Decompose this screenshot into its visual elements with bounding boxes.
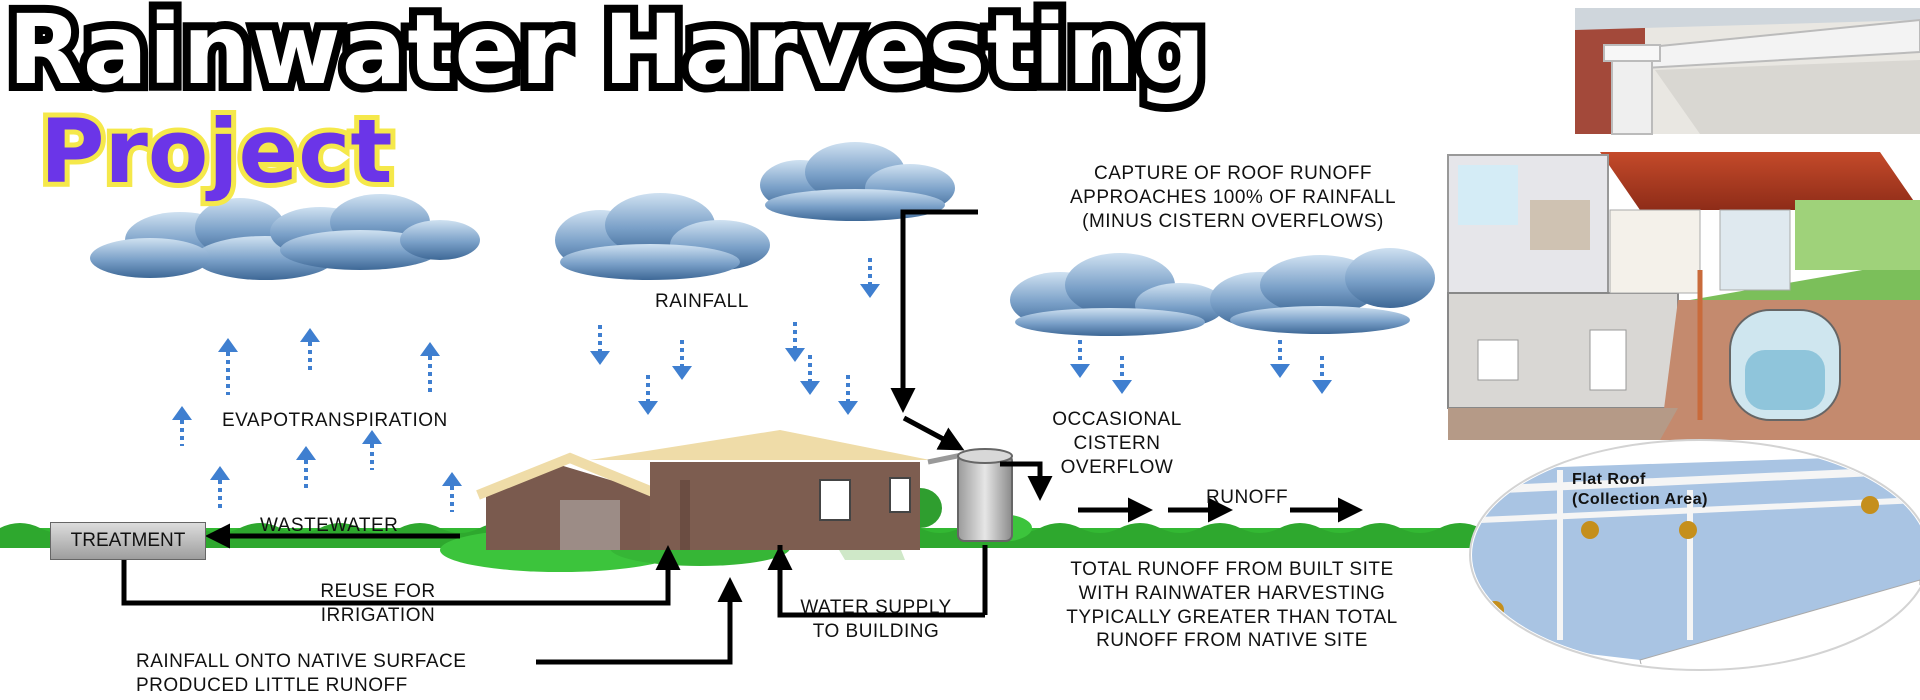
label-evapotranspiration: EVAPOTRANSPIRATION: [222, 410, 448, 431]
cloud-left-2: [270, 194, 480, 270]
label-reuse-irrigation: REUSE FOR IRRIGATION: [320, 581, 436, 626]
house: [476, 430, 930, 550]
cloud-top-center: [760, 142, 955, 221]
rain-arrows: [590, 258, 1332, 415]
title-rainwater-harvesting: Rainwater Harvesting: [0, 0, 1213, 106]
label-wastewater: WASTEWATER: [260, 515, 399, 536]
label-water-supply: WATER SUPPLY TO BUILDING: [800, 597, 952, 642]
label-native-surface: RAINFALL ONTO NATIVE SURFACE PRODUCED LI…: [136, 651, 467, 696]
flat-roof-inset: [1469, 439, 1920, 671]
gutter-photo: [1575, 8, 1920, 135]
label-rainfall: RAINFALL: [655, 291, 749, 312]
cloud-right-2: [1210, 248, 1435, 334]
evapotranspiration-arrows: [172, 328, 462, 512]
label-roof-capture: CAPTURE OF ROOF RUNOFF APPROACHES 100% O…: [1069, 163, 1397, 232]
label-runoff: RUNOFF: [1206, 487, 1289, 508]
label-flat-roof: Flat Roof (Collection Area): [1572, 471, 1708, 508]
title-project: Project: [35, 100, 397, 203]
treatment-box: TREATMENT: [50, 522, 206, 560]
label-cistern-overflow: OCCASIONAL CISTERN OVERFLOW: [1052, 409, 1182, 478]
label-total-runoff: TOTAL RUNOFF FROM BUILT SITE WITH RAINWA…: [1066, 559, 1398, 652]
cistern-tank: [927, 448, 1013, 542]
cloud-right: [1010, 253, 1225, 336]
flow-lines: [121, 209, 1363, 665]
house-cutaway-photo: [1447, 150, 1920, 440]
cloud-center: [555, 193, 770, 280]
